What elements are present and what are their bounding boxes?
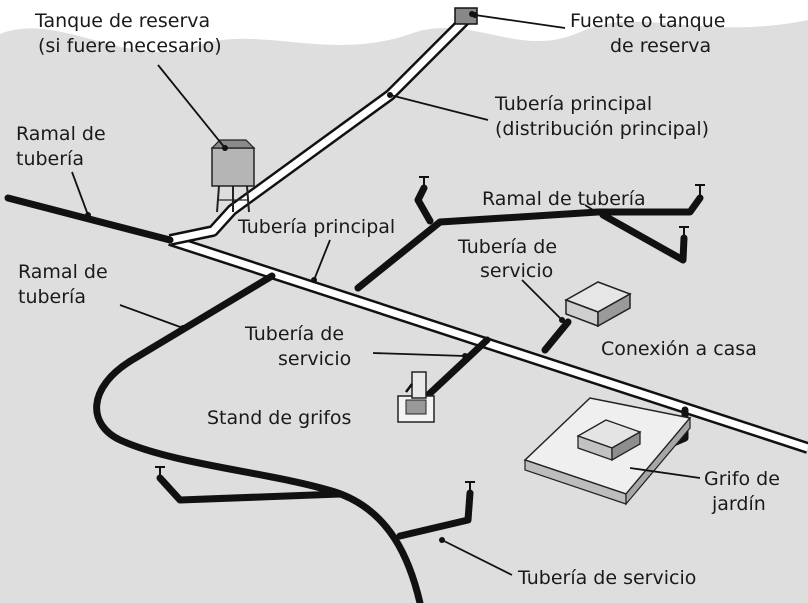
standpipe-icon [397, 371, 435, 423]
branch-pipe-left [4, 194, 174, 244]
leader-garden-tap [629, 467, 701, 479]
tap-icons [155, 176, 705, 493]
label-service-right-line1: Tubería de [457, 236, 557, 258]
leader-main-pipe [313, 239, 331, 281]
tap-icon [155, 466, 165, 478]
label-service-mid-line2: servicio [278, 348, 351, 370]
leader-source-tank [474, 14, 566, 29]
label-garden-tap-line2: jardín [711, 493, 766, 515]
labels: Tanque de reserva (si fuere necesario) F… [16, 10, 780, 589]
branch-pipes [4, 184, 704, 603]
label-main-pipe-top-line2: (distribución principal) [495, 118, 709, 140]
label-branch-left-line1: Ramal de [16, 123, 106, 145]
label-reserve-tank-note: (si fuere necesario) [38, 35, 222, 57]
leader-branch-left [71, 171, 89, 216]
label-main-pipe: Tubería principal [237, 216, 395, 238]
fenced-house-icon [523, 397, 692, 506]
leader-reserve-tank [157, 64, 226, 149]
leader-branch-mid [119, 304, 184, 329]
label-service-bottom: Tubería de servicio [517, 567, 696, 589]
reserve-tank-icon [210, 139, 256, 213]
tap-icon [695, 184, 705, 198]
label-service-mid-line1: Tubería de [244, 323, 344, 345]
label-standpipe: Stand de grifos [207, 407, 351, 429]
service-pipe-standpipe [421, 336, 491, 402]
leader-service-bottom [441, 539, 513, 576]
label-main-pipe-top-line1: Tubería principal [494, 93, 652, 115]
label-house-connection: Conexión a casa [601, 338, 757, 360]
leader-branch-right [584, 204, 599, 214]
label-garden-tap-line1: Grifo de [704, 468, 780, 490]
label-branch-right: Ramal de tubería [482, 188, 646, 210]
house-icon [564, 281, 632, 328]
tap-icon [465, 481, 475, 493]
branch-pipe-loop [93, 272, 474, 603]
label-branch-left-line2: tubería [16, 148, 84, 170]
tap-icon [679, 226, 689, 238]
label-source-line1: Fuente o tanque [570, 10, 725, 32]
label-reserve-tank: Tanque de reserva [34, 10, 210, 32]
leader-dots [85, 12, 565, 543]
leader-lines [71, 14, 701, 576]
leader-main-pipe-top [389, 94, 489, 121]
tap-icon [419, 176, 429, 188]
label-source-line2: de reserva [610, 35, 711, 57]
label-branch-mid-line1: Ramal de [18, 261, 108, 283]
leader-service-mid [372, 352, 466, 357]
label-branch-mid-line2: tubería [18, 286, 86, 308]
label-service-right-line2: servicio [480, 260, 553, 282]
leader-service-right [521, 279, 563, 321]
service-pipe-house [541, 318, 572, 354]
